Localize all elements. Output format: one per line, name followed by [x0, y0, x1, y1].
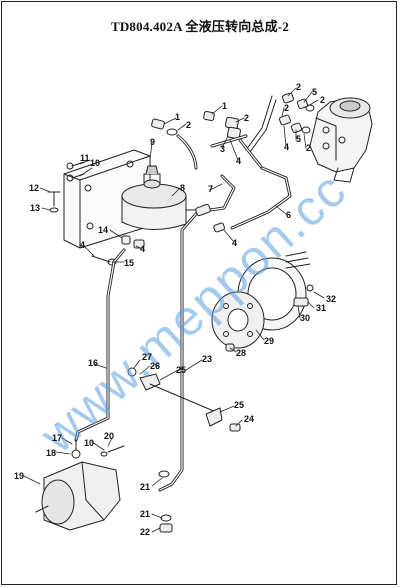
callout-c6: 6 — [286, 210, 291, 220]
callout-c2a: 2 — [186, 120, 191, 130]
callout-c20: 20 — [104, 431, 114, 441]
callout-c9: 9 — [150, 137, 155, 147]
callout-c2b: 2 — [244, 113, 249, 123]
callout-c21b: 21 — [140, 509, 150, 519]
callout-c23: 23 — [202, 354, 212, 364]
callout-c19: 19 — [14, 471, 24, 481]
callout-c26: 26 — [150, 361, 160, 371]
callout-c4d: 4 — [140, 244, 145, 254]
filter-tank — [121, 165, 197, 231]
callout-c30: 30 — [300, 313, 310, 323]
pump-bolt — [100, 445, 125, 457]
callout-c18: 18 — [46, 448, 56, 458]
callout-c4c: 4 — [232, 238, 237, 248]
callout-labels: 1 1 2 2 2 2 2 2 3 4 4 4 4 4 5 5 6 7 8 9 … — [14, 82, 336, 537]
hydraulic-pump — [35, 439, 121, 531]
callout-c2d: 2 — [320, 95, 325, 105]
callout-c11: 11 — [80, 153, 90, 163]
hose-assemblies-top — [151, 111, 292, 233]
callout-c1b: 1 — [222, 101, 227, 111]
callout-c25a: 25 — [176, 365, 186, 375]
return-pipe — [74, 212, 198, 492]
callout-c29: 29 — [264, 336, 274, 346]
drawing-title: TD804.402A 全液压转向总成-2 — [110, 19, 290, 34]
callout-c4e: 4 — [80, 240, 85, 250]
callout-c10b: 10 — [84, 438, 94, 448]
callout-c24: 24 — [244, 414, 254, 424]
callout-c4a: 4 — [236, 156, 241, 166]
callout-c10a: 10 — [90, 158, 100, 168]
callout-c31: 31 — [316, 303, 326, 313]
callout-c5b: 5 — [296, 134, 301, 144]
lower-fittings — [158, 470, 173, 533]
callout-c5a: 5 — [312, 87, 317, 97]
callout-c15: 15 — [124, 258, 134, 268]
callout-c13: 13 — [30, 203, 40, 213]
callout-c22: 22 — [140, 527, 150, 537]
leader-lines — [23, 87, 325, 533]
callout-c16: 16 — [88, 358, 98, 368]
pipe-clips — [127, 343, 241, 432]
callout-c28: 28 — [236, 348, 246, 358]
callout-c2c: 2 — [296, 82, 301, 92]
callout-c2e: 2 — [284, 103, 289, 113]
callout-c25b: 25 — [234, 400, 244, 410]
callout-c4b: 4 — [284, 142, 289, 152]
callout-c12: 12 — [29, 183, 39, 193]
callout-c2f: 2 — [306, 143, 311, 153]
callout-c27: 27 — [142, 352, 152, 362]
steering-fittings — [245, 92, 315, 153]
callout-c1a: 1 — [175, 112, 180, 122]
callout-c8: 8 — [180, 183, 185, 193]
callout-c7: 7 — [208, 184, 213, 194]
callout-c14: 14 — [98, 225, 108, 235]
steering-unit — [309, 97, 373, 183]
callout-c21a: 21 — [140, 482, 150, 492]
callout-c17: 17 — [52, 433, 62, 443]
callout-c3: 3 — [220, 144, 225, 154]
callout-c32: 32 — [326, 294, 336, 304]
